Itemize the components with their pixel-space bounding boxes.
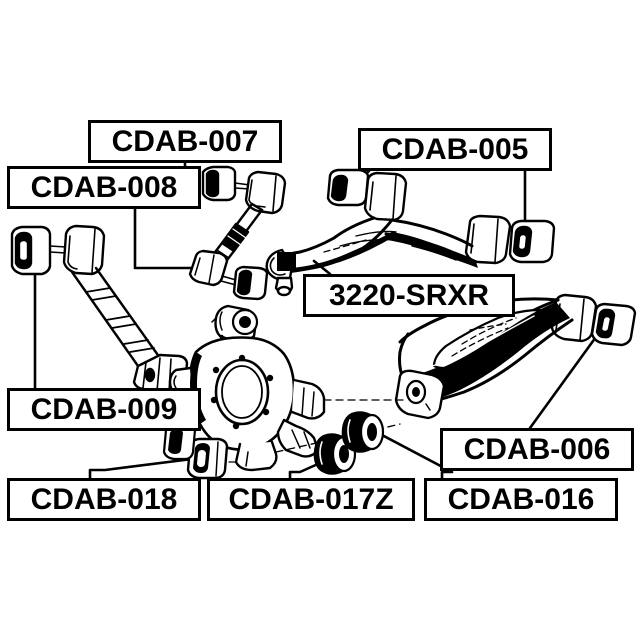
callout-cdab-017z[interactable]: CDAB-017Z [207, 478, 415, 521]
callout-cdab-008-text: CDAB-008 [30, 170, 178, 204]
callout-cdab-006-text: CDAB-006 [463, 432, 611, 466]
upper-control-arm-assembly [265, 168, 556, 297]
callout-cdab-006[interactable]: CDAB-006 [440, 428, 634, 471]
callout-cdab-007-text: CDAB-007 [111, 124, 259, 158]
callout-cdab-016[interactable]: CDAB-016 [424, 478, 618, 521]
trailing-arm-assembly [10, 224, 189, 394]
callout-cdab-017z-text: CDAB-017Z [228, 482, 394, 516]
toe-link-assembly [188, 165, 287, 301]
callout-cdab-016-text: CDAB-016 [447, 482, 595, 516]
lower-control-arm-assembly [394, 293, 637, 420]
callout-3220-srxr[interactable]: 3220-SRXR [303, 274, 515, 317]
callout-cdab-018-text: CDAB-018 [30, 482, 178, 516]
callout-cdab-009-text: CDAB-009 [30, 392, 178, 426]
callout-cdab-005[interactable]: CDAB-005 [358, 128, 552, 171]
callout-3220-srxr-text: 3220-SRXR [328, 278, 490, 312]
callout-cdab-005-text: CDAB-005 [381, 132, 529, 166]
callout-cdab-007[interactable]: CDAB-007 [88, 120, 282, 163]
knuckle-assembly [168, 304, 405, 472]
callout-cdab-009[interactable]: CDAB-009 [7, 388, 201, 431]
bottom-bushings [162, 411, 385, 480]
callout-cdab-008[interactable]: CDAB-008 [7, 166, 201, 209]
callout-cdab-018[interactable]: CDAB-018 [7, 478, 201, 521]
